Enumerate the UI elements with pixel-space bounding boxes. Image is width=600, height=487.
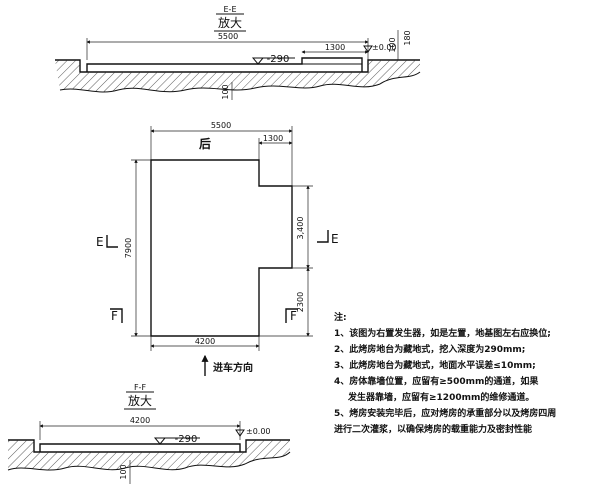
section-e-e: E-E 放大 5500 1300 -290 ±0.00 100 180 100 xyxy=(55,5,421,100)
cut-symbol-e-right xyxy=(317,230,329,243)
f-dim-total-text: 4200 xyxy=(130,416,150,425)
f-soil-break-line xyxy=(7,451,291,471)
f-level-triangle xyxy=(153,437,167,445)
note-4b: 发生器靠墙，应留有≥1200mm的维修通道。 xyxy=(348,393,535,403)
section-f-f: F-F 放大 4200 -290 ±0.00 100 xyxy=(7,383,291,484)
plan-dim-total-text: 5500 xyxy=(211,121,231,130)
plan-dim-step-text: 1300 xyxy=(263,134,283,143)
cut-mark-e-left: E xyxy=(96,235,104,249)
note-2: 2、此烤房地台为藏地式，挖入深度为290mm; xyxy=(334,345,526,355)
f-slab-outline xyxy=(39,443,241,452)
cut-symbol-f-right xyxy=(285,308,298,323)
f-zero-level-triangle xyxy=(235,429,245,437)
f-depth-label: -290 xyxy=(175,434,198,445)
f-zero-level-label: ±0.00 xyxy=(246,427,271,436)
note-5a: 5、烤房安装完毕后，应对烤房的承重部分以及烤房四周 xyxy=(334,409,557,419)
foundation-outline xyxy=(150,159,293,337)
note-4a: 4、房体靠墙位置，应留有≥500mm的通道，如果 xyxy=(334,377,539,387)
note-5b: 进行二次灌浆，以确保烤房的载重能力及密封性能 xyxy=(334,425,533,435)
soil-hatch xyxy=(55,60,420,92)
section-mark-e: E-E xyxy=(224,5,237,14)
section-title-top: 放大 xyxy=(218,15,242,30)
zero-level-triangle xyxy=(363,45,373,53)
slab-outline xyxy=(86,57,363,72)
notes-heading: 注: xyxy=(334,313,347,323)
section-mark-f: F-F xyxy=(134,383,146,392)
dim-text-total: 5500 xyxy=(218,32,238,41)
dim-text-step: 1300 xyxy=(325,43,345,52)
note-1: 1、该图为右置发生器，如是左置，地基图左右应换位; xyxy=(334,329,551,339)
plan-dim-height-text: 7900 xyxy=(124,238,133,258)
note-3: 3、此烤房地台为藏地式，地面水平误差≤10mm; xyxy=(334,361,536,371)
level-triangle xyxy=(251,57,265,65)
f-dim-text-100: 100 xyxy=(119,464,128,479)
plan-view: 5500 1300 后 7900 3,400 2300 4200 进车方向 E … xyxy=(96,121,339,376)
cut-mark-f-right: F xyxy=(290,309,297,323)
cut-mark-f-left: F xyxy=(111,309,118,323)
soil-break-line xyxy=(59,71,421,93)
dim-text-100a: 100 xyxy=(388,37,397,52)
dim-text-180: 180 xyxy=(403,30,412,45)
zero-level-label: ±0.00 xyxy=(372,43,397,52)
dim-text-100b: 100 xyxy=(221,84,230,99)
cut-symbol-f-left xyxy=(110,308,123,323)
plan-dim-right-upper-text: 3,400 xyxy=(296,217,305,240)
plan-dim-right-lower-text: 2300 xyxy=(296,292,305,312)
cut-mark-e-right: E xyxy=(331,232,339,246)
f-soil-hatch xyxy=(8,440,290,470)
depth-label: -290 xyxy=(267,54,290,65)
cut-symbol-e-left xyxy=(106,235,118,248)
notes-block: 注: 1、该图为右置发生器，如是左置，地基图左右应换位; 2、此烤房地台为藏地式… xyxy=(334,310,600,438)
ground-line xyxy=(55,59,420,73)
rear-label: 后 xyxy=(199,136,211,151)
plan-dim-bottom-text: 4200 xyxy=(195,337,215,346)
entry-direction-label: 进车方向 xyxy=(213,361,253,374)
section-title-bottom: 放大 xyxy=(128,393,152,408)
